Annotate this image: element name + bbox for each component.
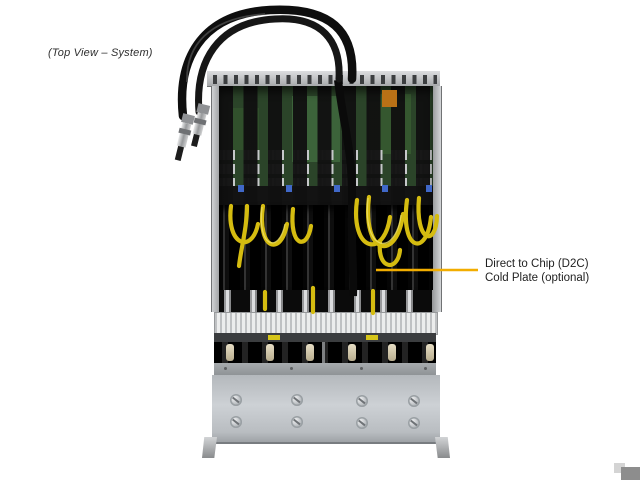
screw	[230, 394, 242, 406]
chassis-top-rail-teeth	[210, 75, 437, 84]
screw	[291, 416, 303, 428]
chassis-foot-right	[435, 437, 450, 458]
screw	[408, 417, 420, 429]
fan-handle	[266, 344, 274, 361]
rivet	[360, 367, 363, 370]
screw	[408, 395, 420, 407]
cold-plate-annotation: Direct to Chip (D2C) Cold Plate (optiona…	[485, 258, 589, 285]
rivet	[224, 367, 227, 370]
manifold-fittings-row	[219, 290, 433, 312]
hose-fitting-right	[191, 103, 211, 147]
corner-marker-dark	[621, 467, 640, 480]
screw	[356, 395, 368, 407]
chassis-foot-left	[202, 437, 217, 458]
fan-bank-divider	[322, 342, 325, 363]
cooling-tubes-area	[219, 205, 433, 290]
coolant-manifold	[214, 312, 438, 335]
chassis-wall-right	[433, 86, 442, 312]
chassis-wall-left	[211, 86, 220, 312]
annotation-line-1: Direct to Chip (D2C)	[485, 258, 589, 270]
chassis-lower-panel	[212, 375, 440, 444]
figure-caption: (Top View – System)	[48, 47, 153, 59]
fan-bracket-strip	[214, 333, 436, 342]
fan-handle	[388, 344, 396, 361]
annotation-line-2: Cold Plate (optional)	[485, 271, 590, 284]
yellow-label	[268, 335, 280, 340]
screw	[291, 394, 303, 406]
fan-row	[214, 342, 436, 363]
screw	[230, 416, 242, 428]
rivet	[290, 367, 293, 370]
fan-shelf-strip	[214, 363, 436, 375]
yellow-label	[366, 335, 378, 340]
rivet	[424, 367, 427, 370]
fan-handle	[306, 344, 314, 361]
chassis-top-rail	[207, 71, 440, 87]
fan-handle	[226, 344, 234, 361]
hose-fitting-left	[174, 113, 195, 161]
fan-handle	[426, 344, 434, 361]
screw	[356, 417, 368, 429]
fan-handle	[348, 344, 356, 361]
expansion-card-slots	[219, 86, 433, 205]
corner-marker-light	[614, 463, 625, 473]
